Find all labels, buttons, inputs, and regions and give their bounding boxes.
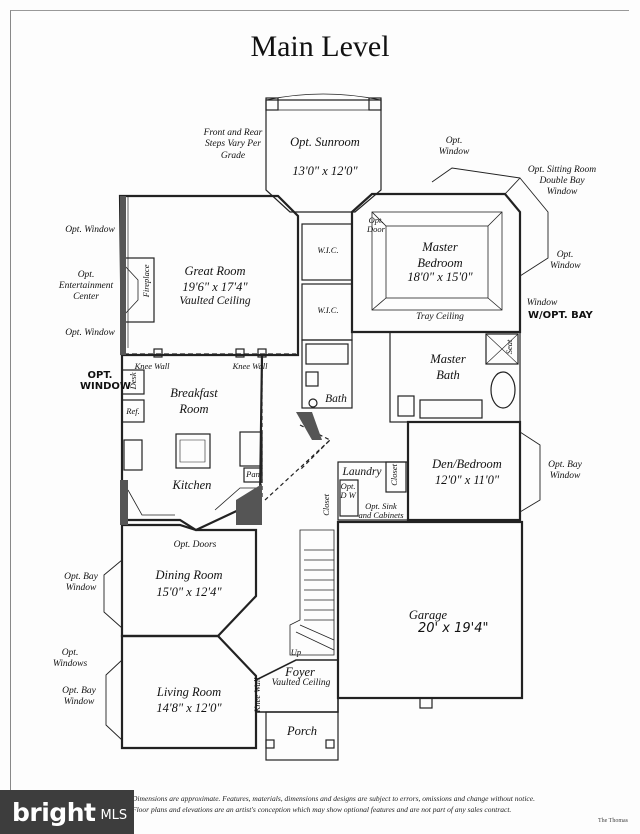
side-closet-label: Closet	[321, 494, 332, 516]
plan-sheet-border	[10, 10, 629, 823]
disclaimer-line-1: Dimensions are approximate. Features, ma…	[132, 794, 535, 803]
shower	[485, 333, 519, 365]
staircase	[289, 529, 335, 656]
stairs-up-label: Up	[290, 647, 302, 657]
disclaimer: Dimensions are approximate. Features, ma…	[132, 794, 592, 816]
kitchen-label: Kitchen	[172, 478, 212, 492]
foyer-ceiling: Vaulted Ceiling	[271, 678, 331, 688]
sunroom-dimensions: 13'0" x 12'0"	[292, 164, 358, 178]
living-room-label: Living Room	[156, 685, 222, 699]
den-bedroom-label: Den/Bedroom	[432, 457, 502, 471]
opt-door-note: Opt. Door	[367, 215, 385, 235]
laundry-closet	[385, 461, 407, 493]
dining-room-dimensions: 15'0" x 12'4"	[156, 585, 222, 599]
brightmls-watermark: bright MLS	[0, 790, 134, 834]
kitchen-island	[175, 433, 211, 469]
tub	[305, 343, 349, 365]
great-room-dimensions: 19'6" x 17'4"	[182, 280, 248, 294]
watermark-word: bright	[12, 797, 96, 827]
opt-sink-note: Opt. Sink and Cabinets	[358, 501, 404, 521]
front-rear-steps-note: Front and Rear Steps Vary Per Grade	[203, 128, 263, 161]
master-toilet	[397, 395, 415, 417]
wic-label-1: W.I.C.	[317, 245, 339, 255]
foyer-label: Foyer	[285, 665, 315, 679]
range	[239, 431, 263, 467]
sunroom-walls	[265, 99, 382, 213]
opt-dishwasher-label: Opt. D W	[340, 481, 356, 501]
handwritten-w-opt-bay: W/OPT. BAY	[528, 310, 593, 321]
tray-ceiling-outer	[371, 211, 503, 311]
sunroom-corner-post	[265, 97, 279, 111]
knee-wall-post	[235, 348, 245, 358]
watermark-suffix: MLS	[100, 807, 128, 823]
opt-entertainment-center-note: Opt. Entertainment Center	[58, 270, 114, 302]
great-room-ceiling: Vaulted Ceiling	[179, 295, 251, 307]
hall-bath	[301, 339, 353, 409]
disclaimer-line-2: Floor plans and elevations are an artist…	[132, 804, 512, 814]
opt-sitting-room-note: Opt. Sitting Room Double Bay Window	[527, 165, 597, 197]
handwritten-opt-window: OPT. WINDOW	[80, 370, 131, 392]
page-title: Main Level	[250, 30, 390, 63]
living-room-dimensions: 14'8" x 12'0"	[156, 701, 222, 715]
handwritten-garage-dimensions: 20' x 19'4"	[418, 621, 489, 636]
knee-wall-label-3: Knee Wall	[252, 677, 263, 713]
shower-seat-label: Seat	[504, 339, 515, 355]
tray-ceiling-label: Tray Ceiling	[416, 312, 464, 322]
toilet	[305, 371, 319, 387]
opt-doors-note: Opt. Doors	[173, 540, 217, 550]
opt-bay-window-dining-note: Opt. Bay Window	[64, 572, 98, 593]
tray-ceiling-inner	[385, 225, 489, 299]
closet-label: Closet	[389, 464, 400, 486]
opt-bay-window-living-note: Opt. Bay Window	[62, 686, 96, 707]
master-bedroom-dimensions: 18'0" x 15'0"	[407, 270, 473, 284]
opt-window-note-2: Opt. Window	[65, 328, 115, 338]
desk	[121, 369, 145, 395]
sunroom-corner-post	[368, 97, 382, 111]
knee-wall-label-1: Knee Wall	[134, 361, 170, 371]
master-bedroom-label: Master Bedroom	[417, 240, 463, 270]
porch-label: Porch	[286, 724, 318, 738]
garage-label: Garage	[408, 608, 448, 622]
den-bedroom-dimensions: 12'0" x 11'0"	[434, 473, 500, 487]
opt-window-note: Opt. Window	[65, 225, 115, 235]
great-room-label: Great Room	[184, 264, 246, 278]
pantry-label: Pan	[246, 469, 260, 479]
sunroom-label: Opt. Sunroom	[290, 135, 360, 149]
fireplace-label: Fireplace	[141, 264, 152, 298]
dining-room-label: Dining Room	[155, 568, 223, 582]
master-bath-label: Master Bath	[430, 352, 466, 382]
bath-label: Bath	[325, 393, 347, 405]
vanity	[419, 399, 483, 419]
opt-window-top-note: Opt. Window	[438, 136, 470, 157]
opt-window-right-note: Opt. Window	[550, 250, 581, 271]
refrigerator-label: Ref.	[126, 406, 140, 416]
window-right-note: Window	[526, 298, 558, 308]
breakfast-room-label: Breakfast Room	[170, 386, 218, 416]
laundry-label: Laundry	[342, 466, 382, 478]
porch-outline	[265, 711, 339, 761]
opt-bay-window-den-note: Opt. Bay Window	[548, 460, 582, 481]
opt-windows-note: Opt. Windows	[52, 648, 88, 669]
laundry-walls	[337, 461, 409, 521]
knee-wall-label-2: Knee Wall	[232, 361, 268, 371]
master-bedroom-walls	[350, 192, 522, 334]
refrigerator	[121, 399, 145, 423]
wic-label-2: W.I.C.	[317, 305, 339, 315]
knee-wall-post	[153, 348, 163, 358]
plan-credit: The Thomas	[597, 818, 628, 824]
garden-tub	[490, 371, 516, 409]
